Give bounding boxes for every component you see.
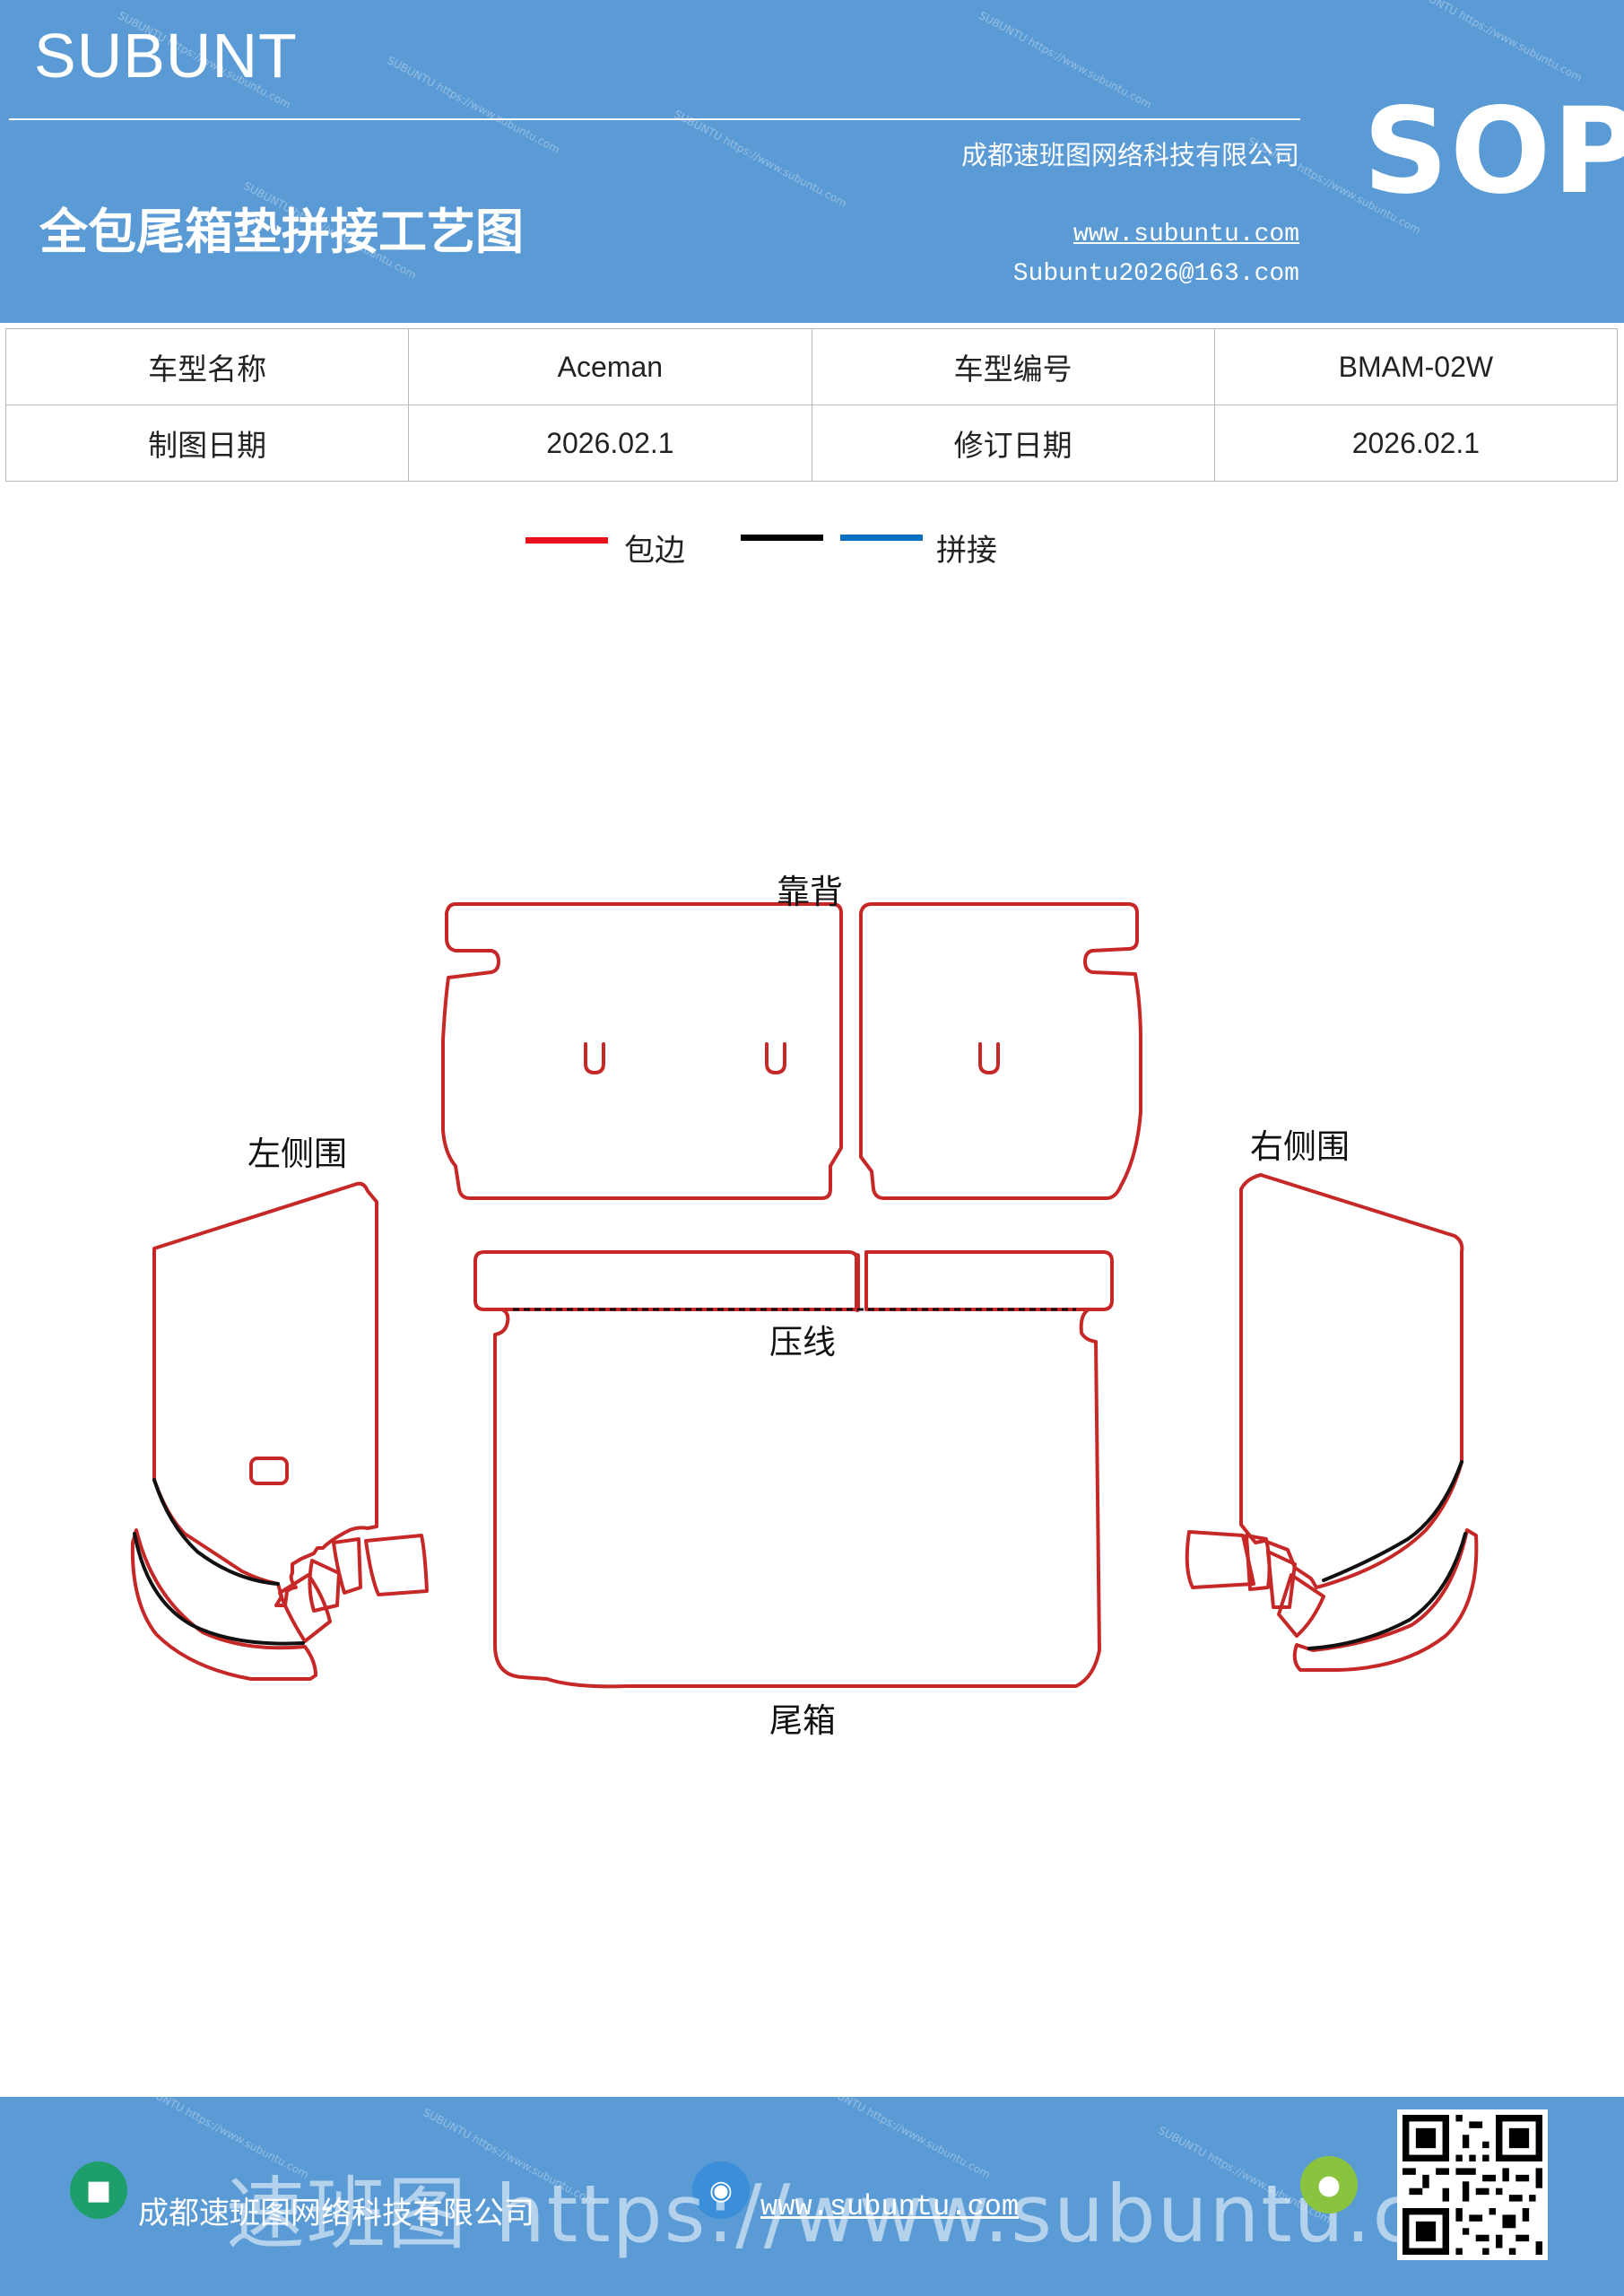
press-line-label: 压线	[769, 1323, 836, 1361]
left-fold-tab	[278, 1573, 332, 1643]
right-bottom-strip	[1292, 1528, 1479, 1672]
trunk-top-strip-right	[864, 1250, 1114, 1311]
clip-slot	[765, 1042, 786, 1074]
clip-slot	[978, 1042, 1000, 1074]
wechat-icon[interactable]: ●	[1300, 2156, 1358, 2213]
table-cell-label: 车型编号	[811, 328, 1215, 405]
trunk-floor	[493, 1308, 1101, 1689]
footer-company-name: 成都速班图网络科技有限公司	[138, 2196, 534, 2231]
left-fold-line	[133, 1532, 305, 1646]
table-row: 车型名称 Aceman 车型编号 BMAM-02W	[4, 328, 1619, 405]
right-side-label: 右侧围	[1250, 1127, 1350, 1166]
backrest-left-panel	[441, 902, 843, 1200]
right-fold-line	[1322, 1460, 1463, 1582]
brand-name: SUBUNT	[34, 21, 298, 91]
left-side-panel	[152, 1181, 378, 1607]
table-cell-label: 车型名称	[4, 328, 410, 405]
left-fold-tab	[364, 1534, 429, 1596]
table-cell-value: BMAM-02W	[1213, 328, 1619, 405]
right-fold-tab	[1185, 1530, 1255, 1589]
left-side-cutout	[249, 1457, 289, 1485]
clip-slot	[584, 1042, 605, 1074]
legend-swatch-splice	[840, 535, 923, 541]
backrest-label: 靠背	[777, 873, 843, 911]
building-icon: ■	[70, 2161, 127, 2219]
qr-code-icon[interactable]	[1397, 2109, 1548, 2260]
footer-banner: SUBUNTU https://www.subuntu.com SUBUNTU …	[0, 2097, 1624, 2296]
legend-swatch-binding	[525, 537, 608, 544]
website-link[interactable]: www.subuntu.com	[1073, 221, 1299, 248]
right-fold-tab	[1266, 1550, 1297, 1609]
vehicle-info-table: 车型名称 Aceman 车型编号 BMAM-02W 制图日期 2026.02.1…	[4, 328, 1619, 482]
left-bottom-strip	[130, 1528, 317, 1681]
trunk-top-strip-left	[473, 1250, 859, 1311]
header-divider	[9, 118, 1300, 120]
header-banner: SUBUNTU https://www.subuntu.com SUBUNTU …	[0, 0, 1624, 323]
footer-website-link[interactable]: www.subuntu.com	[760, 2190, 1020, 2223]
legend-label: 拼接	[936, 533, 997, 569]
right-fold-tab	[1277, 1573, 1325, 1638]
qr-code-graphic	[1403, 2115, 1542, 2255]
backrest-right-panel	[859, 902, 1142, 1200]
table-cell-value: 2026.02.1	[408, 404, 812, 482]
company-name: 成都速班图网络科技有限公司	[960, 140, 1299, 170]
legend-swatch-black	[741, 535, 823, 541]
page-title: 全包尾箱垫拼接工艺图	[39, 203, 524, 260]
table-row: 制图日期 2026.02.1 修订日期 2026.02.1	[4, 404, 1619, 482]
email-address[interactable]: Subuntu2026@163.com	[1012, 260, 1299, 288]
trunk-label: 尾箱	[769, 1701, 836, 1740]
table-cell-value: 2026.02.1	[1213, 404, 1619, 482]
sop-badge: SOP	[1363, 83, 1624, 221]
globe-icon: ◉	[692, 2161, 750, 2219]
right-side-panel	[1239, 1173, 1464, 1589]
table-cell-label: 修订日期	[811, 404, 1215, 482]
legend-label: 包边	[624, 533, 685, 569]
right-fold-line	[1307, 1532, 1467, 1650]
left-fold-tab	[308, 1559, 341, 1613]
left-side-label: 左侧围	[248, 1135, 347, 1173]
table-cell-label: 制图日期	[4, 404, 410, 482]
left-fold-line	[152, 1478, 280, 1586]
table-cell-value: Aceman	[408, 328, 812, 405]
